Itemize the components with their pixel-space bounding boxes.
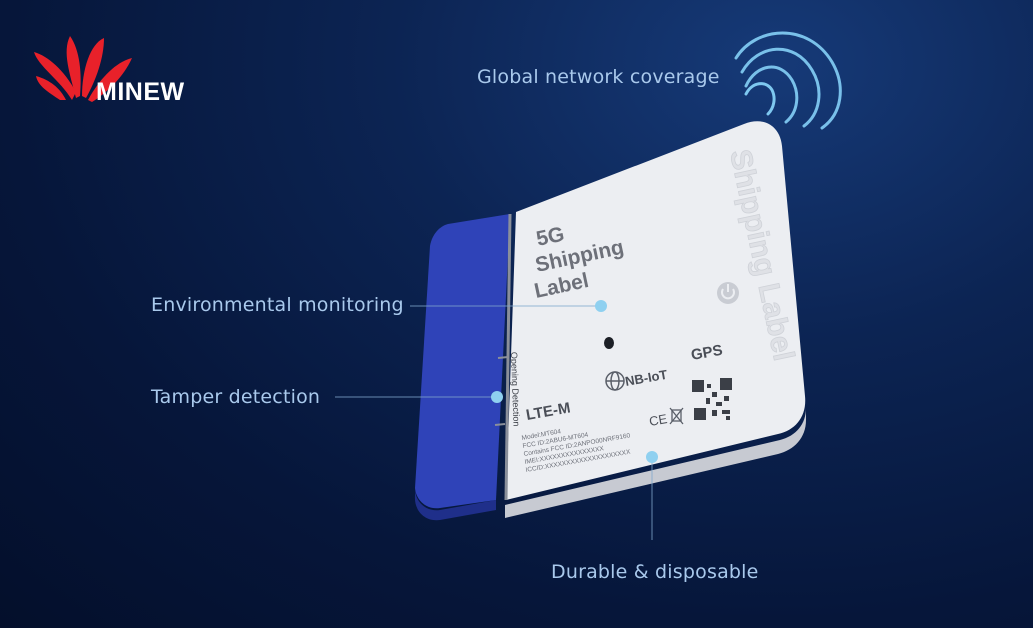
device-title-line1: 5G	[534, 223, 566, 251]
power-icon	[717, 282, 739, 304]
badge-gps: GPS	[690, 342, 724, 364]
tamper-dot	[491, 391, 503, 403]
sensor-hole-icon	[604, 337, 614, 349]
environment-dot	[595, 300, 607, 312]
feature-durable: Durable & disposable	[551, 561, 759, 583]
globe-icon	[605, 371, 625, 391]
qr-code-icon	[690, 378, 734, 422]
feature-environment: Environmental monitoring	[151, 294, 404, 316]
recycle-bin-icon	[669, 407, 684, 425]
wifi-signal-icon	[734, 31, 842, 130]
durable-dot	[646, 451, 658, 463]
brand-name: MINEW	[96, 78, 185, 106]
minew-logo-icon	[34, 36, 132, 102]
feature-network: Global network coverage	[477, 66, 720, 88]
feature-tamper: Tamper detection	[151, 386, 321, 408]
badge-nbiot: NB-IoT	[624, 367, 669, 389]
device-label: 5G Shipping Label Shipping Label Opening…	[414, 121, 806, 521]
strip-text: Opening Detection	[509, 352, 522, 427]
callout-lines	[335, 305, 653, 540]
cert-ce: CE	[648, 411, 669, 429]
